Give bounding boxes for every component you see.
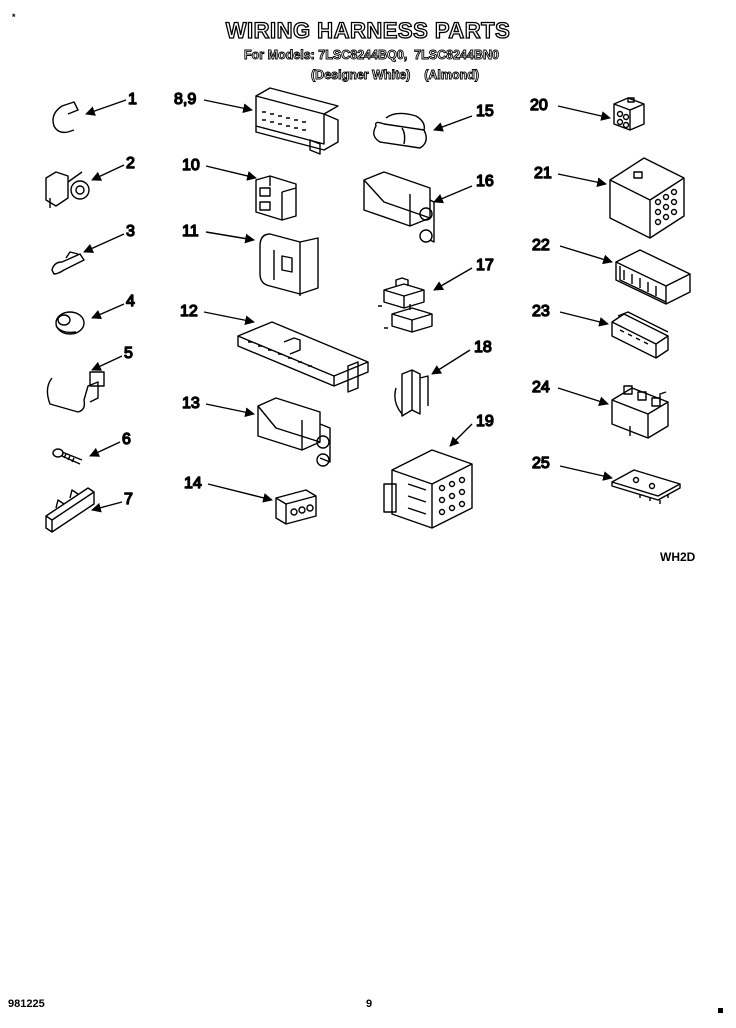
callout-14: 14 [184,475,202,492]
part-7-strip [45,487,95,533]
leader-21 [557,173,607,187]
part-11-housing [259,233,319,296]
callout-5: 5 [124,345,133,362]
leader-6 [89,441,121,457]
callout-8-9: 8,9 [174,91,196,108]
leader-17 [433,267,473,291]
date-code: 981225 [8,998,45,1010]
callout-13: 13 [182,395,200,412]
corner-mark: * [12,12,16,22]
leader-1 [85,99,127,116]
callout-19: 19 [476,413,494,430]
models-line: For Models: 7LSC8244BQ0, 7LSC8244BN0 [244,48,500,63]
callout-18: 18 [474,339,492,356]
leader-7 [91,501,123,513]
callout-23: 23 [532,303,550,320]
part-14-small-plug [275,489,317,525]
part-24-cube-connector [611,385,669,439]
diagram-code: WH2D [660,550,696,564]
page-title: WIRING HARNESS PARTS [225,17,511,43]
callout-20: 20 [530,97,548,114]
leader-25 [559,465,613,481]
part-23-strip-connector [611,311,669,359]
part-22-header [615,249,691,305]
callout-12: 12 [180,303,198,320]
part-20-small-block [613,97,645,131]
leader-24 [557,387,609,406]
callout-22: 22 [532,237,550,254]
callout-10: 10 [182,157,200,174]
part-8-9-connector-block [255,87,339,155]
leader-8-9 [203,99,253,113]
part-1-clip [52,101,79,134]
leader-4 [91,303,125,319]
part-3-terminal [51,251,85,275]
leader-20 [557,105,611,121]
callout-25: 25 [532,455,550,472]
leader-15 [433,115,473,132]
callout-24: 24 [532,379,550,396]
callout-2: 2 [126,155,135,172]
part-15-sleeve [373,112,427,149]
part-4-grommet [55,311,85,335]
leader-19 [449,423,473,447]
callout-6: 6 [122,431,131,448]
part-6-screw [52,448,83,465]
part-12-long-connector [237,321,369,393]
leader-16 [433,185,473,204]
leader-12 [203,311,255,326]
leader-3 [83,233,125,253]
leader-18 [431,349,471,375]
callout-11: 11 [182,223,199,240]
callout-1: 1 [128,91,137,108]
part-5-bracket [46,371,105,413]
part-18-terminal [394,369,429,417]
corner-square-mark [718,1008,723,1013]
leader-11 [205,231,255,244]
part-16-plug [363,171,435,243]
part-13-plug [257,397,331,467]
callout-16: 16 [476,173,494,190]
part-10-connector [255,175,297,221]
leader-23 [559,311,609,327]
page-number: 9 [366,998,373,1010]
part-2-clamp [45,171,90,208]
callout-4: 4 [126,293,135,310]
callout-17: 17 [476,257,494,274]
part-19-multi-connector [383,449,473,529]
callout-21: 21 [534,165,552,182]
leader-22 [559,245,613,265]
colors-line: (Designer White) (Almond) [311,68,480,83]
part-25-board [611,469,681,504]
leader-13 [205,403,255,417]
callout-3: 3 [126,223,135,240]
leader-14 [207,483,273,503]
part-21-large-block [609,157,685,239]
callout-7: 7 [124,491,133,508]
leader-10 [205,165,257,181]
callout-15: 15 [476,103,494,120]
part-17-terminal-block [378,277,433,333]
leader-2 [91,164,125,181]
leader-5 [91,355,123,371]
